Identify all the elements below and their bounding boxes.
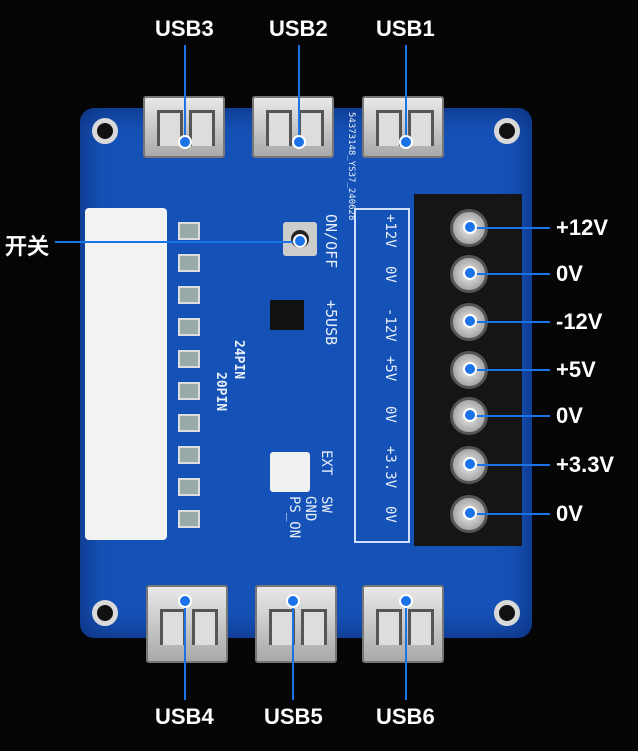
callout-dot — [286, 594, 300, 608]
silk-on-off: ON/OFF — [322, 214, 340, 269]
silk-rail: -12V — [382, 308, 398, 342]
silk-sw: SW — [318, 496, 334, 513]
usb-port-5 — [255, 585, 337, 663]
silk-rail: 0V — [382, 266, 398, 283]
usb-port-6 — [362, 585, 444, 663]
silk-5vusb: +5USB — [322, 300, 340, 346]
label-terminal-12v: +12V — [556, 215, 608, 240]
silk-ext: EXT — [318, 450, 334, 476]
label-terminal-0v: 0V — [556, 403, 583, 428]
usb-port-2 — [252, 96, 334, 158]
silk-rail: 0V — [382, 506, 398, 523]
ic-chip — [270, 300, 304, 330]
callout-dot — [292, 135, 306, 149]
label-usb6: USB6 — [376, 704, 435, 729]
silk-24pin: 24PIN — [231, 340, 246, 380]
callout-dot — [399, 594, 413, 608]
label-usb4: USB4 — [155, 704, 214, 729]
usb-port-4 — [146, 585, 228, 663]
label-terminal-0v: 0V — [556, 501, 583, 526]
rail-box — [354, 208, 410, 543]
label-usb5: USB5 — [264, 704, 323, 729]
label-usb1: USB1 — [376, 16, 435, 41]
label-usb3: USB3 — [155, 16, 214, 41]
label-terminal-3v3: +3.3V — [556, 452, 615, 477]
silk-ps-on: PS_ON — [286, 496, 302, 539]
callout-dot — [178, 135, 192, 149]
label-usb2: USB2 — [269, 16, 328, 41]
silk-gnd: GND — [302, 496, 318, 522]
silk-rail: +5V — [382, 356, 398, 382]
label-terminal-neg12v: -12V — [556, 309, 603, 334]
usb-port-1 — [362, 96, 444, 158]
silk-20pin: 20PIN — [213, 372, 228, 412]
atx-24pin-connector — [85, 208, 167, 540]
silk-rail: +3.3V — [382, 446, 398, 489]
mount-hole — [92, 600, 118, 626]
ext-connector — [270, 452, 310, 492]
label-terminal-5v: +5V — [556, 357, 596, 382]
callout-dot — [399, 135, 413, 149]
silk-rail: 0V — [382, 406, 398, 423]
mount-hole — [494, 600, 520, 626]
callout-dot — [178, 594, 192, 608]
silk-board-id: 54373148_YS37_240628 — [346, 112, 356, 221]
label-switch: 开关 — [5, 234, 50, 259]
label-terminal-0v: 0V — [556, 261, 583, 286]
mount-hole — [92, 118, 118, 144]
callout-dot — [293, 234, 307, 248]
mount-hole — [494, 118, 520, 144]
silk-rail: +12V — [382, 214, 398, 248]
